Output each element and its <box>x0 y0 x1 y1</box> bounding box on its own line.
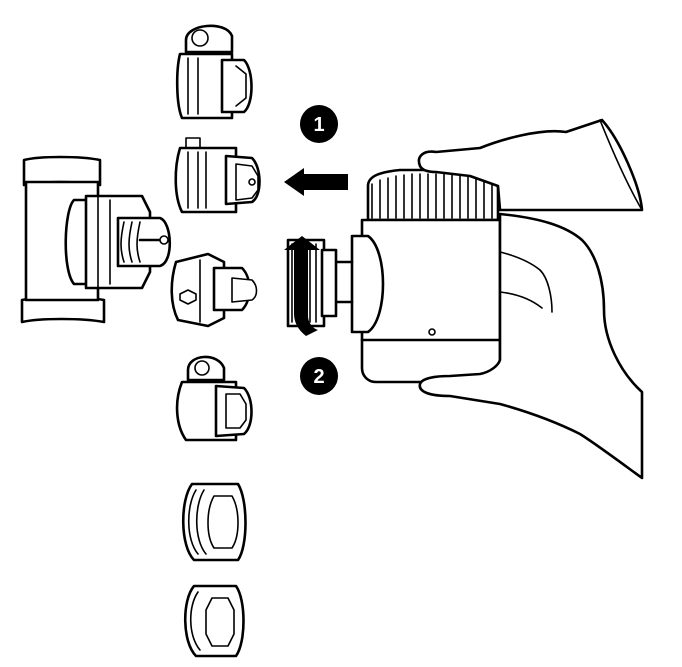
adapter-ring-4 <box>175 355 253 442</box>
step-number-2: 2 <box>313 366 324 388</box>
arrow-left-icon <box>284 168 348 196</box>
adapter-ring-6 <box>183 584 245 658</box>
adapter-ring-5 <box>181 482 247 562</box>
adapter-ring-1 <box>175 24 253 120</box>
rotate-arrow-icon <box>284 236 320 336</box>
step-badge-1: 1 <box>300 105 338 143</box>
hand <box>417 118 644 480</box>
step-number-1: 1 <box>313 114 324 136</box>
thermostat-head <box>286 168 502 384</box>
adapter-ring-2 <box>174 137 261 214</box>
adapter-ring-3 <box>170 252 258 328</box>
radiator-valve-body <box>20 155 172 324</box>
step-badge-2: 2 <box>300 357 338 395</box>
